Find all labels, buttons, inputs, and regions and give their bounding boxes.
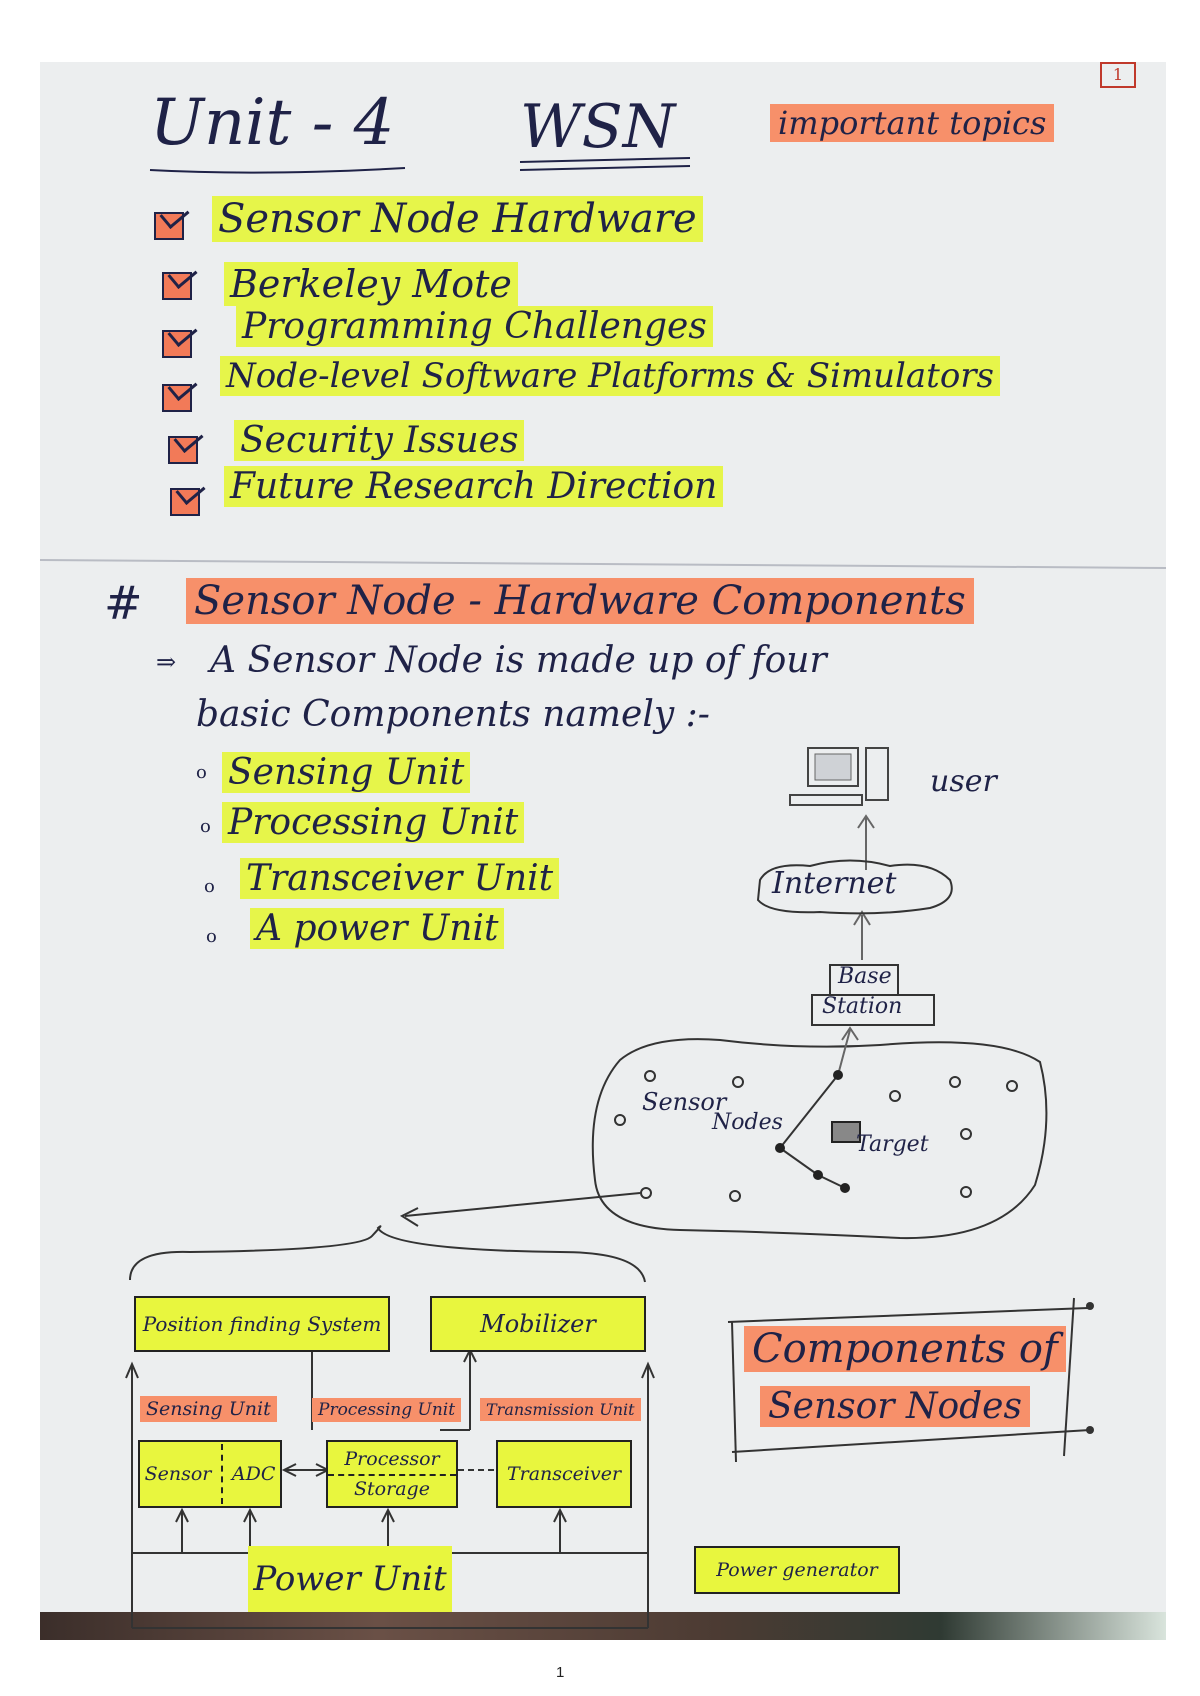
keyboard-icon [789,794,863,806]
power-generator-box: Power generator [694,1546,900,1594]
cpu-tower-icon [865,747,889,801]
caption-line-2: Sensor Nodes [760,1386,1030,1427]
sensor-nodes-label-2: Nodes [712,1110,783,1135]
topic-label: Programming Challenges [236,306,713,347]
topic-label: Berkeley Mote [224,262,518,306]
checkbox-checked-icon [170,488,200,516]
subject-title: WSN [520,92,676,162]
unit-underline [149,167,406,174]
checkbox-checked-icon [162,384,192,412]
sensor-nodes-label-1: Sensor [642,1088,727,1116]
target-icon [831,1121,861,1143]
base-station-box [811,994,935,1026]
arrow-right-icon: ⇒ [156,648,177,676]
internet-cloud [756,859,953,915]
bullet-icon: o [196,762,207,783]
page-corner-mark: 1 [1100,62,1136,88]
sensor-field [591,1038,1048,1240]
sensor-adc-divider [220,1444,223,1504]
internet-label: Internet [772,866,897,901]
transceiver-box: Transceiver [496,1440,632,1508]
checkbox-checked-icon [168,436,198,464]
processor-storage-box: Processor Storage [326,1440,458,1508]
sensor-label: Sensor [144,1463,212,1485]
mobilizer-box: Mobilizer [430,1296,646,1352]
position-finding-box: Position finding System [134,1296,390,1352]
table-background [40,1612,1166,1640]
bullet-icon: o [204,876,215,897]
component-item: Transceiver Unit [240,858,560,899]
transmission-unit-label: Transmission Unit [480,1398,641,1421]
user-label: user [930,764,997,799]
component-item: A power Unit [250,908,505,949]
adc-label: ADC [231,1463,276,1485]
screen-icon [814,753,852,781]
page-number: 1 [556,1664,565,1681]
wsn-underline-2 [519,165,691,171]
checkbox-checked-icon [162,272,192,300]
processor-label: Processor [344,1448,440,1470]
topic-label: Future Research Direction [224,466,724,507]
sensor-adc-box: Sensor ADC [138,1440,282,1508]
intro-line-2: basic Components namely :- [196,694,710,735]
wsn-underline [519,157,691,163]
important-topics-tag: important topics [770,104,1055,142]
brace [129,1225,646,1283]
component-item: Processing Unit [222,802,525,843]
sensor-nodes [614,1070,1018,1202]
unit-title: Unit - 4 [150,86,395,160]
checkbox-checked-icon [162,330,192,358]
checkbox-checked-icon [154,212,184,240]
sensing-unit-label: Sensing Unit [140,1396,277,1422]
hash-mark: # [104,576,143,630]
bullet-icon: o [206,926,217,947]
storage-label: Storage [328,1474,456,1500]
intro-line-1: A Sensor Node is made up of four [210,640,827,681]
target-label: Target [856,1132,929,1157]
base-station-label-2: Station [822,994,903,1019]
bullet-icon: o [200,816,211,837]
topic-label: Sensor Node Hardware [212,196,703,242]
base-station-label-1: Base [838,964,892,989]
topic-label: Security Issues [234,420,525,461]
power-unit-box: Power Unit [248,1546,452,1612]
processing-unit-label: Processing Unit [312,1398,462,1422]
caption-line-1: Components of [744,1326,1066,1372]
monitor-icon [807,747,859,787]
section-heading: Sensor Node - Hardware Components [186,578,974,624]
component-item: Sensing Unit [222,752,471,793]
section-divider [39,559,1167,569]
topic-label: Node-level Software Platforms & Simulato… [220,356,1001,396]
